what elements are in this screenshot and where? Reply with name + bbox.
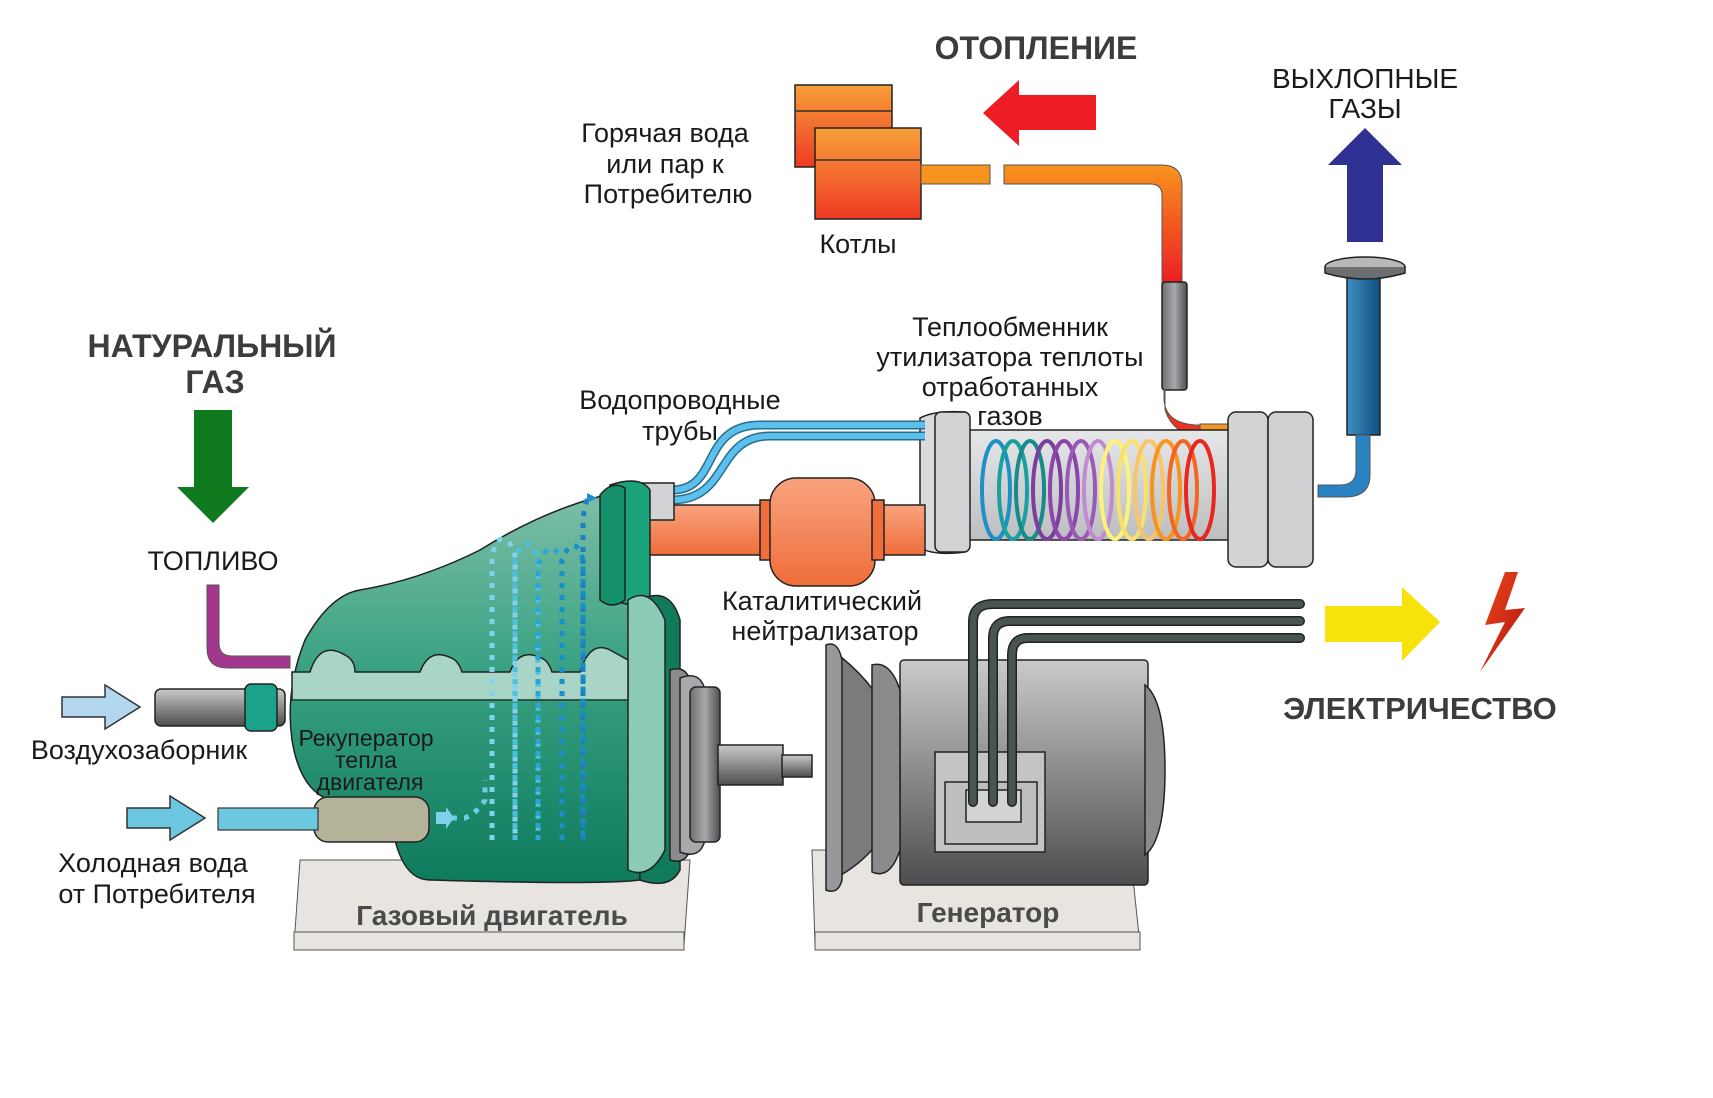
coolant-flow-path <box>512 541 541 840</box>
natural-gas-label-2: ГАЗ <box>185 364 244 400</box>
coil-loop <box>980 439 1012 541</box>
hot-water-label-2: или пар к <box>606 149 724 179</box>
hot-water-label-1: Горячая вода <box>581 118 750 148</box>
fuel-pipe <box>206 584 291 669</box>
heat-exchanger-label-4: газов <box>977 401 1042 431</box>
hot-water-pipe <box>920 164 1237 438</box>
boilers-label: Котлы <box>819 229 896 259</box>
catalyst-label-1: Каталитический <box>722 586 922 616</box>
coil-loop <box>1184 439 1216 541</box>
coolant-flow-path <box>452 780 488 821</box>
air-intake-label: Воздухозаборник <box>31 735 248 765</box>
heating-label: ОТОПЛЕНИЕ <box>935 30 1138 66</box>
coolant-flow-path <box>535 546 565 840</box>
engine-recuperator <box>313 796 430 843</box>
coil-loop <box>1048 439 1080 541</box>
coolant-flow-arrow-icon <box>587 493 597 503</box>
heat-exchanger-label-2: утилизатора теплоты <box>876 342 1143 372</box>
water-pipes-label-2: трубы <box>642 416 718 446</box>
natural-gas-arrow-icon <box>177 410 249 523</box>
exhaust-label-2: ГАЗЫ <box>1328 93 1401 124</box>
heat-exchanger-label-1: Теплообменник <box>912 312 1108 342</box>
exhaust-stack <box>1317 256 1406 498</box>
coil-loop <box>1082 439 1114 541</box>
coil-loop <box>1099 439 1131 541</box>
exhaust-arrow-icon <box>1328 128 1402 242</box>
coil-loop <box>1167 439 1199 541</box>
coupling-shaft <box>669 668 813 862</box>
heat-exchanger-label-3: отработанных <box>922 372 1099 402</box>
exhaust-label-1: ВЫХЛОПНЫЕ <box>1272 63 1458 94</box>
generator-label: Генератор <box>917 897 1060 928</box>
power-cables <box>968 599 1305 807</box>
recuperator-label-3: двигателя <box>317 769 424 795</box>
cold-water-label-1: Холодная вода <box>58 848 249 878</box>
cold-water-label-2: от Потребителя <box>58 879 255 909</box>
catalyst-label-2: нейтрализатор <box>731 616 918 646</box>
coil-loop <box>1150 439 1182 541</box>
cold-water-pipe <box>217 807 319 831</box>
air-intake-pipe <box>154 683 286 732</box>
recuperator-label-2: тепла <box>335 747 397 773</box>
electricity-arrow-icon <box>1325 587 1440 661</box>
cold-water-arrow-icon <box>126 794 207 842</box>
natural-gas-label-1: НАТУРАЛЬНЫЙ <box>88 328 337 364</box>
electricity-label: ЭЛЕКТРИЧЕСТВО <box>1283 691 1557 726</box>
coolant-flow-path <box>489 536 518 840</box>
boilers <box>794 84 922 220</box>
heating-arrow-icon <box>983 80 1096 146</box>
water-pipes <box>671 420 925 505</box>
coil-loop <box>1116 439 1148 541</box>
lightning-bolt-icon <box>1480 572 1525 672</box>
heat-exchanger <box>919 410 1314 568</box>
hot-water-label-3: Потребителю <box>584 179 753 209</box>
water-pipes-label-1: Водопроводные <box>579 385 780 415</box>
coolant-flow-path <box>559 543 586 840</box>
fuel-label: ТОПЛИВО <box>148 546 279 576</box>
coolant-flow-dots <box>452 495 591 840</box>
coil-loop <box>1065 439 1097 541</box>
heat-exchanger-coils <box>980 439 1216 541</box>
catalytic-converter <box>624 477 926 587</box>
air-intake-arrow-icon <box>61 683 142 731</box>
coil-loop <box>1031 439 1063 541</box>
recuperator-flow-arrow-icon <box>436 807 454 829</box>
coil-loop <box>997 439 1029 541</box>
gas-engine <box>289 480 681 885</box>
recuperator-label-1: Рекуператор <box>298 725 433 751</box>
coil-loop <box>1133 439 1165 541</box>
coil-loop <box>1014 439 1046 541</box>
gas-engine-label: Газовый двигатель <box>356 900 628 931</box>
